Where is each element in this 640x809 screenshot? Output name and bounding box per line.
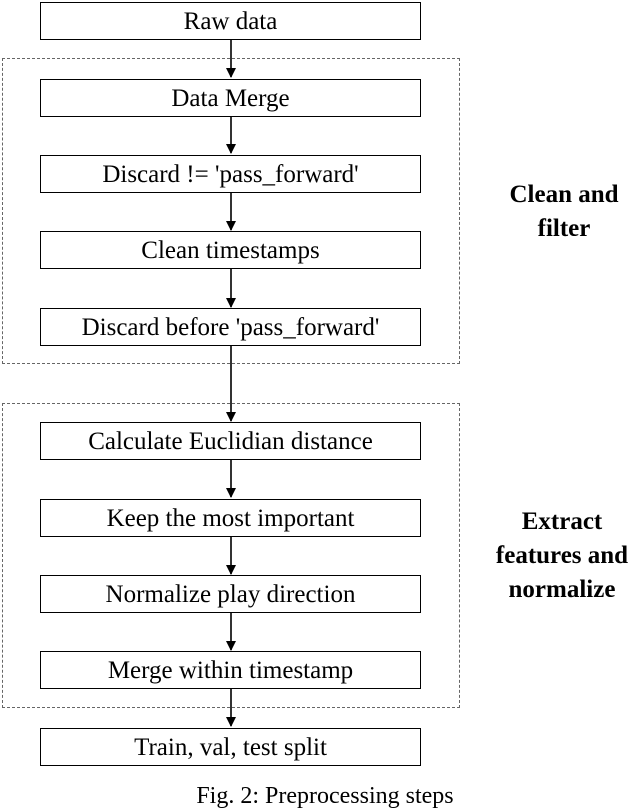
clean-filter-label: Clean and filter — [488, 178, 640, 246]
step-keep-most-important: Keep the most important — [40, 499, 421, 537]
step-merge-within-timestamp: Merge within timestamp — [40, 651, 421, 689]
extract-normalize-label-line-3: normalize — [508, 576, 616, 603]
step-train-val-test-split: Train, val, test split — [40, 728, 421, 766]
extract-normalize-label-line-1: Extract — [521, 508, 603, 535]
step-calculate-euclidian-distance: Calculate Euclidian distance — [40, 422, 421, 460]
step-normalize-play-direction: Normalize play direction — [40, 575, 421, 613]
step-discard-not-pass-forward: Discard != 'pass_forward' — [40, 155, 421, 193]
step-raw-data: Raw data — [40, 2, 421, 40]
step-data-merge: Data Merge — [40, 79, 421, 117]
extract-normalize-label-line-2: features and — [495, 542, 629, 569]
step-discard-before-pass-forward: Discard before 'pass_forward' — [40, 308, 421, 346]
step-clean-timestamps: Clean timestamps — [40, 231, 421, 269]
clean-filter-label-line-2: filter — [537, 215, 591, 242]
extract-normalize-label: Extract features and normalize — [484, 505, 640, 607]
figure-caption: Fig. 2: Preprocessing steps — [196, 783, 454, 809]
clean-filter-label-line-1: Clean and — [509, 181, 619, 208]
